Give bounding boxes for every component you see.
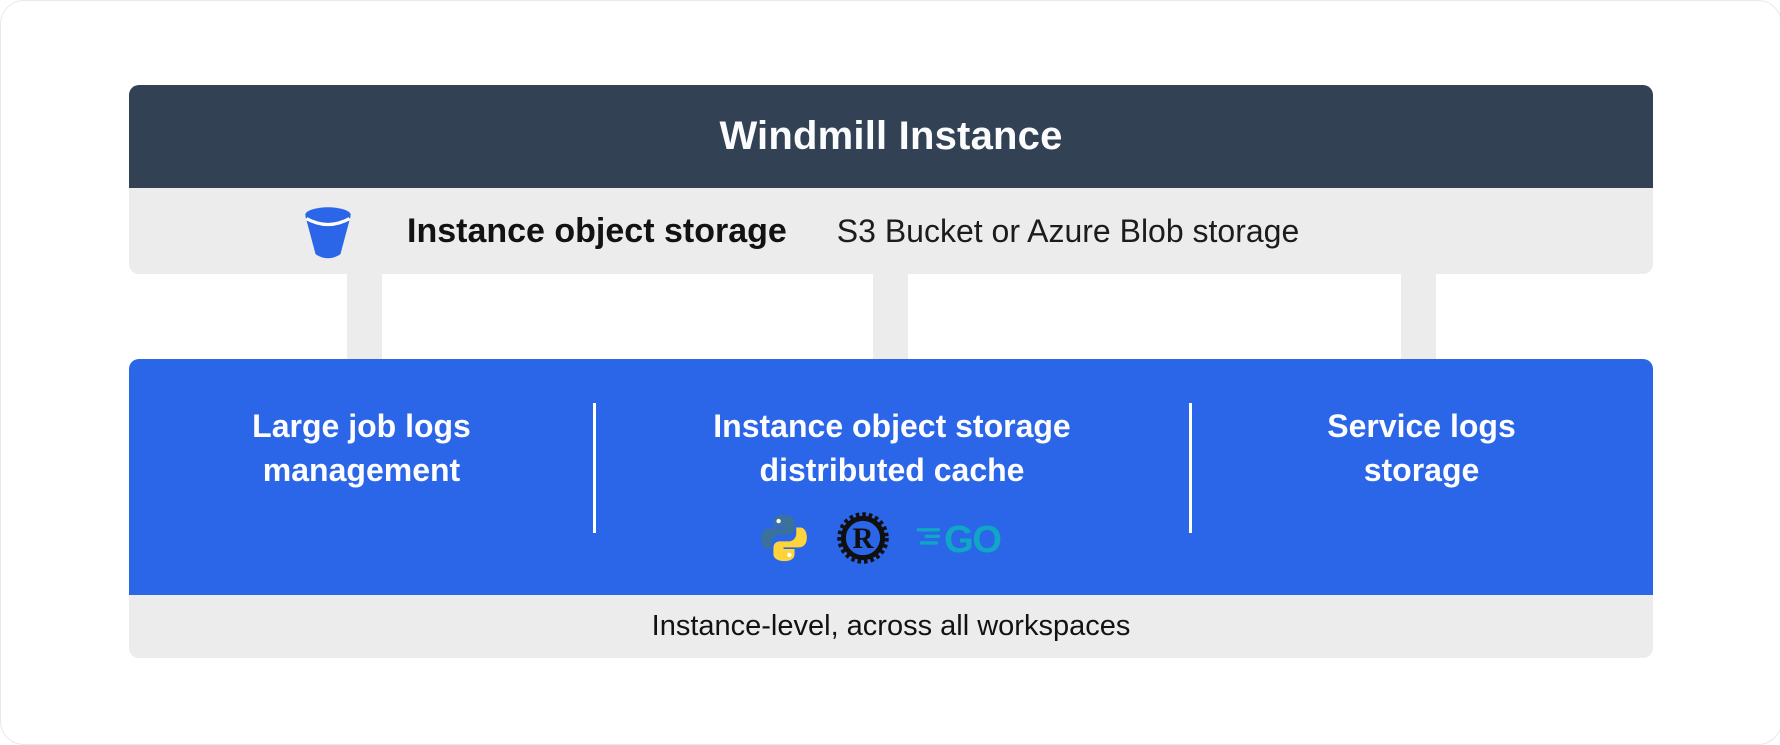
feature-large-job-logs: Large job logs management [129, 359, 594, 595]
column-divider [1189, 403, 1192, 533]
feature-title-line1: Service logs [1327, 408, 1516, 444]
column-divider [593, 403, 596, 533]
features-band: Large job logs management Instance objec… [129, 359, 1653, 595]
storage-bar-title: Instance object storage [407, 211, 787, 250]
feature-title: Service logs storage [1327, 405, 1516, 493]
feature-service-logs: Service logs storage [1190, 359, 1653, 595]
windmill-instance-header: Windmill Instance [129, 85, 1653, 188]
feature-title-line2: management [262, 451, 461, 488]
svg-text:R: R [852, 523, 874, 555]
rust-logo-icon: R [837, 511, 889, 564]
connector-arrow-shaft-right [1401, 273, 1436, 360]
feature-title-line2: distributed cache [759, 451, 1025, 488]
bucket-icon [305, 207, 351, 259]
page-title: Windmill Instance [719, 114, 1063, 158]
feature-title-line1: Instance object storage [713, 408, 1071, 444]
go-logo-icon: GO [916, 518, 1002, 559]
connector-arrow-shaft-left [347, 273, 382, 360]
storage-bar-subtitle: S3 Bucket or Azure Blob storage [836, 212, 1300, 249]
feature-title-line1: Large job logs [252, 408, 471, 444]
caption-label: Instance-level, across all workspaces [651, 610, 1131, 642]
connector-arrow-shaft-middle [873, 273, 908, 360]
feature-title-line2: storage [1363, 451, 1480, 488]
language-logos: R GO [757, 508, 1027, 568]
svg-text:GO: GO [944, 518, 1001, 558]
feature-title: Instance object storage distributed cach… [713, 405, 1070, 493]
python-logo-icon [761, 514, 807, 561]
feature-title: Large job logs management [252, 405, 471, 493]
feature-distributed-cache: Instance object storage distributed cach… [594, 359, 1190, 595]
instance-object-storage-bar: Instance object storage S3 Bucket or Azu… [129, 188, 1653, 274]
instance-level-caption-bar: Instance-level, across all workspaces [129, 595, 1653, 658]
